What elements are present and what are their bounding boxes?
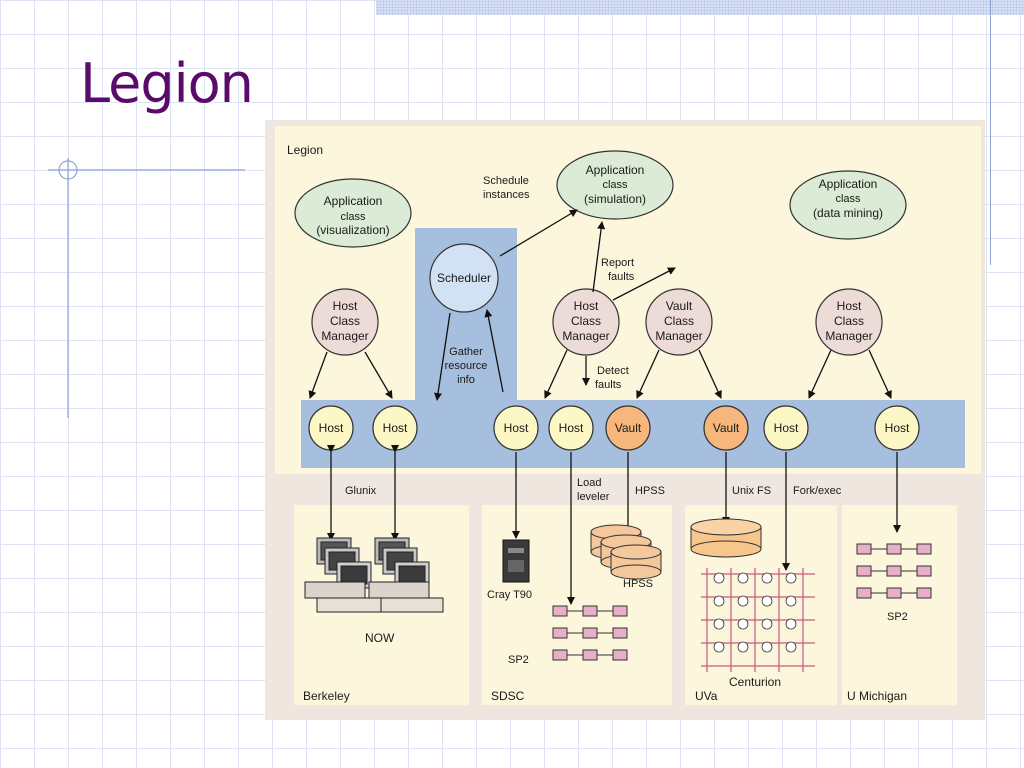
label-fork-exec: Fork/exec <box>793 485 842 497</box>
label-glunix: Glunix <box>345 485 377 497</box>
sdsc-sp2-label: SP2 <box>508 654 529 666</box>
host-node: Host <box>874 405 920 451</box>
svg-text:Vault: Vault <box>615 421 642 435</box>
svg-text:Host: Host <box>774 421 799 435</box>
slide-title: Legion <box>80 52 254 115</box>
sdsc-sp2-icon <box>552 605 628 661</box>
arrow-gather-info <box>484 309 504 393</box>
arrow-manager-to-host <box>808 349 832 399</box>
arrow-manager-to-host <box>308 351 328 399</box>
michigan-sp2-icon <box>856 543 932 599</box>
arrow-report-faults-right <box>612 267 676 301</box>
now-workstations-icon <box>304 537 444 613</box>
hpss-disks-label: HPSS <box>623 578 653 590</box>
svg-text:Scheduler: Scheduler <box>437 271 491 285</box>
vault-node: Vault <box>703 405 749 451</box>
label-unix-fs: Unix FS <box>732 485 771 497</box>
decorative-right-rule <box>990 0 991 265</box>
host-node: Host <box>763 405 809 451</box>
vault-node: Vault <box>605 405 651 451</box>
svg-text:Host: Host <box>559 421 584 435</box>
arrow-manager-to-host <box>868 349 892 399</box>
host-node: Host <box>372 405 418 451</box>
now-label: NOW <box>365 631 395 645</box>
svg-text:Host: Host <box>383 421 408 435</box>
svg-text:Host: Host <box>885 421 910 435</box>
arrow-manager-to-host <box>544 349 568 399</box>
arrow-manager-to-host <box>364 351 393 399</box>
svg-text:Vault: Vault <box>713 421 740 435</box>
sdsc-panel <box>482 505 672 705</box>
label-hpss: HPSS <box>635 485 665 497</box>
hpss-disks-icon <box>590 524 662 580</box>
centurion-label: Centurion <box>729 675 781 689</box>
cray-t90-icon <box>502 539 530 583</box>
arrow-schedule-instances <box>499 209 578 257</box>
host-node: Host <box>308 405 354 451</box>
decorative-top-band <box>376 0 1024 15</box>
cray-label: Cray T90 <box>487 589 532 601</box>
unix-fs-disk-icon <box>690 518 762 558</box>
michigan-sp2-label: SP2 <box>887 611 908 623</box>
arrow-manager-to-vault <box>698 349 722 399</box>
arrow-manager-to-vault <box>636 349 660 399</box>
site-label-berkeley: Berkeley <box>303 689 350 703</box>
host-node: Host <box>493 405 539 451</box>
panel-title: Legion <box>287 143 323 157</box>
site-label-sdsc: SDSC <box>491 689 525 703</box>
site-label-umichigan: U Michigan <box>847 689 907 703</box>
site-label-uva: UVa <box>695 689 718 703</box>
umichigan-panel <box>842 505 957 705</box>
bullet-crosshair-decoration <box>48 158 245 418</box>
arrow-scheduler-down <box>434 312 451 401</box>
arrow-report-faults-up <box>592 221 606 293</box>
host-node: Host <box>548 405 594 451</box>
svg-text:Host: Host <box>504 421 529 435</box>
svg-text:Host: Host <box>319 421 344 435</box>
scheduler-node: Scheduler <box>429 243 499 313</box>
centurion-cluster-icon <box>701 568 815 672</box>
